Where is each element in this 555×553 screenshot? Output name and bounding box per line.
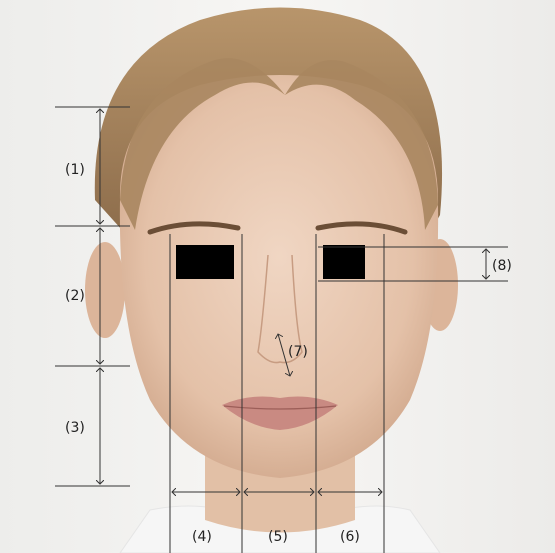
left-ear [85, 242, 125, 338]
label-4: (4) [192, 529, 212, 545]
label-1: (1) [65, 162, 85, 178]
label-8: (8) [492, 258, 512, 274]
label-2: (2) [65, 288, 85, 304]
left-eye-redaction [176, 245, 234, 279]
label-3: (3) [65, 420, 85, 436]
label-6: (6) [340, 529, 360, 545]
label-7: (7) [288, 344, 308, 360]
right-eye-redaction [323, 245, 365, 279]
label-5: (5) [268, 529, 288, 545]
